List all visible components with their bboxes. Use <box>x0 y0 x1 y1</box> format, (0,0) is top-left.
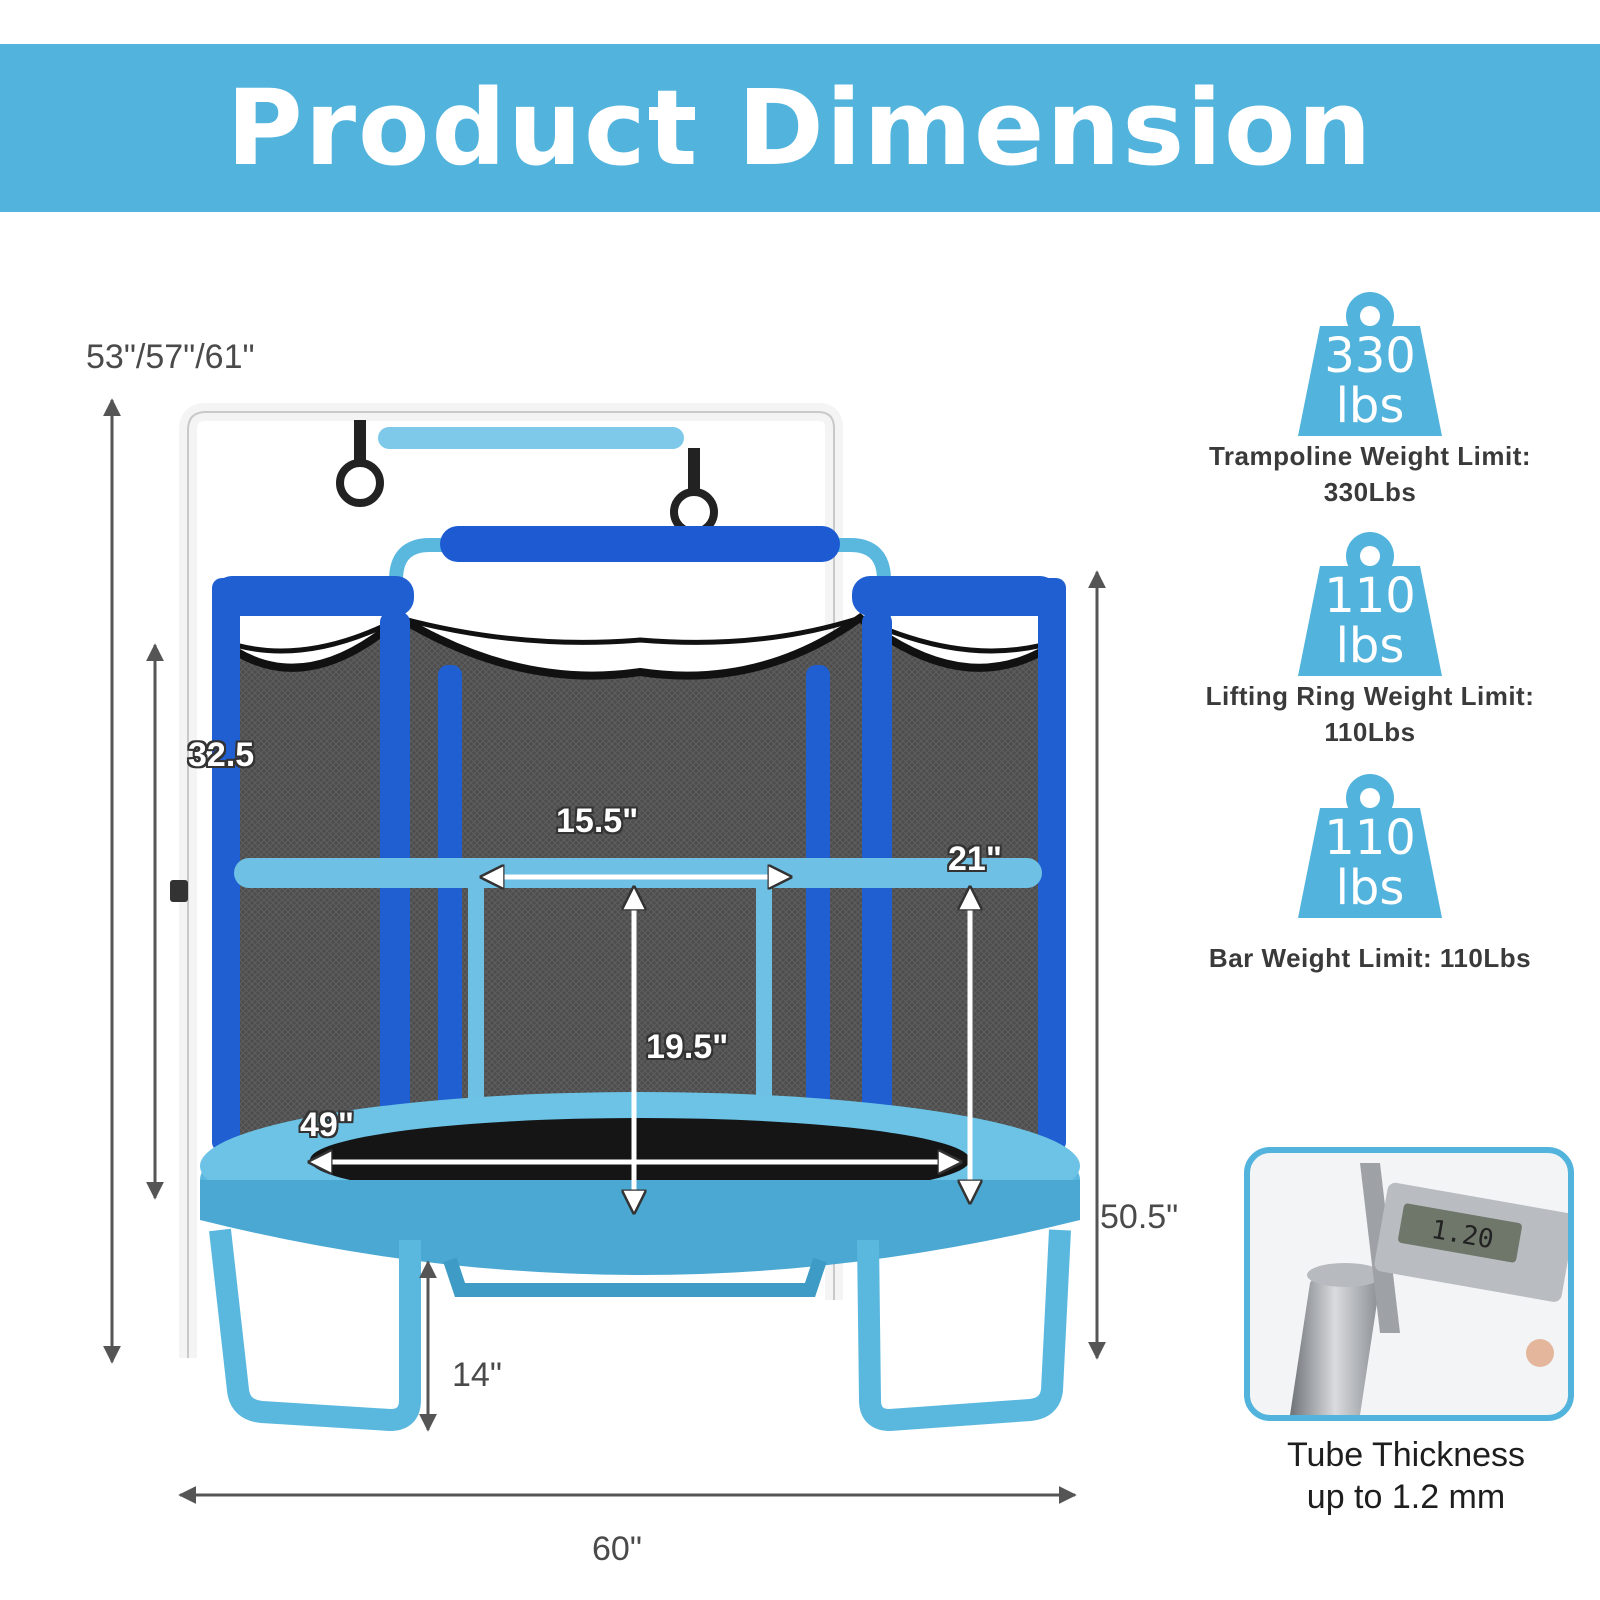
handle-foam <box>440 526 840 562</box>
ring-icon <box>336 459 384 507</box>
weight-value: 330 <box>1324 328 1416 384</box>
weight-value: 110 <box>1324 568 1416 624</box>
weight-limit-ring: 110 lbs Lifting Ring Weight Limit: 110Lb… <box>1170 530 1570 750</box>
lifting-rings <box>336 420 718 536</box>
weight-limit-bar: 110 lbs Bar Weight Limit: 110Lbs <box>1170 772 1570 976</box>
frame-height-label: 50.5" <box>1100 1198 1179 1236</box>
tube-icon <box>1290 1267 1380 1415</box>
handle-arch <box>389 526 891 880</box>
weight-unit: lbs <box>1336 618 1405 674</box>
header-banner: Product Dimension <box>0 44 1600 212</box>
height-knob-icon <box>170 880 188 902</box>
weight-caption: Trampoline Weight Limit: 330Lbs <box>1208 441 1532 507</box>
dimension-arrows <box>103 398 1106 1504</box>
weight-unit: lbs <box>1336 378 1405 434</box>
caliper-illustration: 1.20 <box>1290 1163 1568 1415</box>
weight-value: 110 <box>1324 810 1416 866</box>
enclosure-poles <box>212 576 1066 1202</box>
leg-height-label: 14" <box>452 1356 502 1394</box>
weight-icon: 110 lbs <box>1298 774 1442 918</box>
tube-thickness-caption: Tube Thickness up to 1.2 mm <box>1226 1434 1586 1518</box>
swing-frame <box>170 403 843 1358</box>
horizontal-bar <box>234 858 1042 888</box>
weight-icon: 330 lbs <box>1298 292 1442 436</box>
weight-icon: 110 lbs <box>1298 532 1442 676</box>
overall-width-label: 60" <box>592 1530 642 1568</box>
door-width-label: 15.5" <box>556 802 639 840</box>
tube-caption-line1: Tube Thickness <box>1286 1436 1526 1474</box>
ring-bar-foam <box>378 427 684 449</box>
weight-caption: Lifting Ring Weight Limit: 110Lbs <box>1205 681 1535 747</box>
tube-thickness-photo: 1.20 <box>1244 1147 1574 1421</box>
total-height-label: 53"/57"/61" <box>86 338 255 376</box>
tube-caption-line2: up to 1.2 mm <box>1306 1478 1506 1516</box>
weight-limit-trampoline: 330 lbs Trampoline Weight Limit: 330Lbs <box>1170 290 1570 510</box>
door-frame-height-label: 21" <box>948 840 1002 878</box>
net-height-label: 32.5 <box>188 736 255 774</box>
mat-diameter-label: 49" <box>300 1106 354 1144</box>
weight-caption: Bar Weight Limit: 110Lbs <box>1208 943 1532 973</box>
page-title: Product Dimension <box>226 67 1374 189</box>
door-height-label: 19.5" <box>646 1028 729 1066</box>
legs <box>209 1228 1071 1432</box>
weight-unit: lbs <box>1336 860 1405 916</box>
